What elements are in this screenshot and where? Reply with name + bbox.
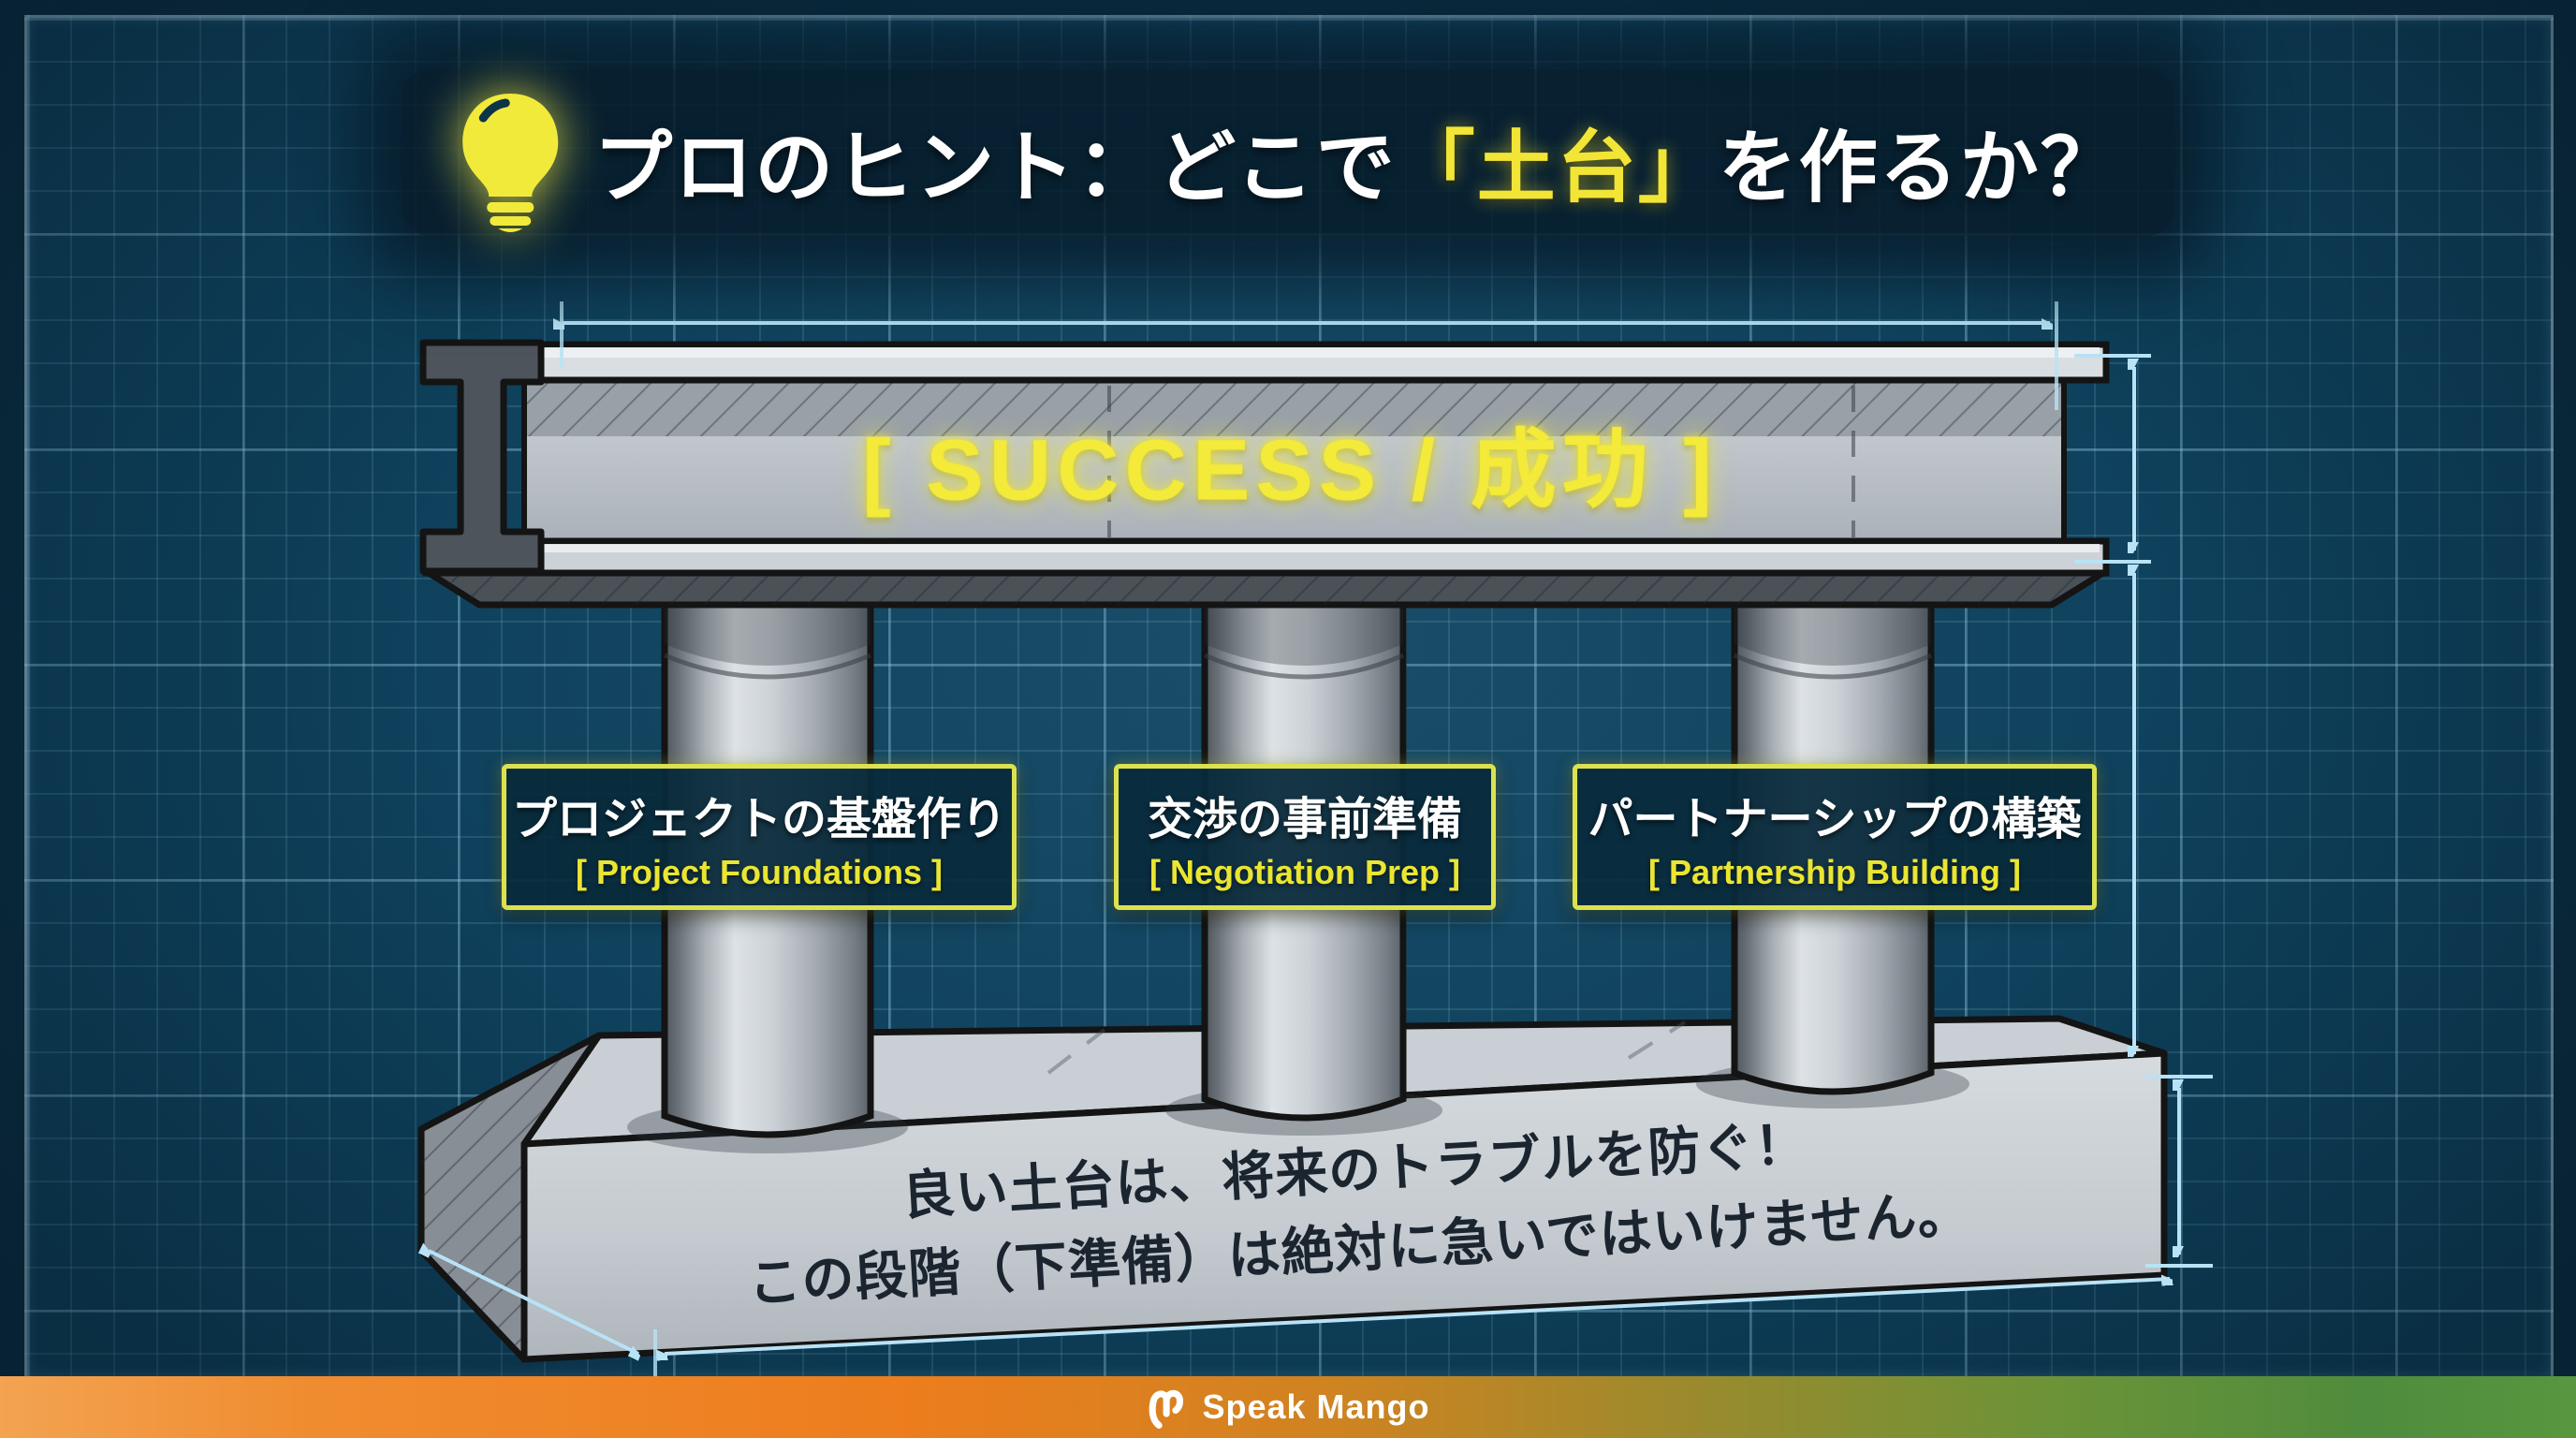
- base-top-seam: [1627, 1020, 1687, 1060]
- title-pre: プロのヒント：どこで: [593, 123, 1397, 212]
- pillar-label-en: [ Project Foundations ]: [576, 853, 943, 891]
- lightbulb-icon: [462, 94, 559, 232]
- page-title: プロのヒント：どこで「土台」を作るか？: [455, 90, 2121, 232]
- dimension-base-depth: [429, 1251, 638, 1354]
- beam-end-cross-section: [419, 339, 545, 575]
- beam-underside-hatch: [426, 571, 2106, 605]
- title-halo: [402, 69, 2174, 236]
- speak-mango-logo-icon: [1149, 1389, 1184, 1429]
- pillar-label-negotiation-prep: 交渉の事前準備 [ Negotiation Prep ]: [1114, 764, 1496, 910]
- base-top-seam: [1046, 1028, 1106, 1075]
- pillar-label-partnership-building: パートナーシップの構築 [ Partnership Building ]: [1573, 764, 2097, 910]
- brand-name: Speak Mango: [1202, 1387, 1430, 1426]
- dimension-base-width: [665, 1279, 2170, 1354]
- beam-top-flange-highlight: [432, 347, 2100, 358]
- pillar-label-jp: プロジェクトの基盤作り: [511, 795, 1006, 844]
- beam-bottom-flange-highlight: [432, 544, 2100, 552]
- success-beam-label: [ SUCCESS / 成功 ]: [862, 422, 1718, 519]
- pillar-label-jp: 交渉の事前準備: [1147, 795, 1462, 844]
- title-post: を作るか？: [1718, 123, 2121, 212]
- success-beam: [419, 339, 2110, 609]
- pillar-label-en: [ Negotiation Prep ]: [1149, 853, 1460, 891]
- title-text: プロのヒント：どこで「土台」を作るか？: [593, 105, 2121, 218]
- pillar-label-project-foundations: プロジェクトの基盤作り [ Project Foundations ]: [502, 764, 1017, 910]
- title-highlight: 「土台」: [1396, 123, 1719, 212]
- beam-web-hatch: [524, 378, 2064, 436]
- pillar-label-en: [ Partnership Building ]: [1647, 853, 2021, 891]
- dimension-lines: [429, 301, 2213, 1378]
- pillar-label-jp: パートナーシップの構築: [1588, 795, 2082, 844]
- footer-brand-bar: Speak Mango: [0, 1376, 2576, 1438]
